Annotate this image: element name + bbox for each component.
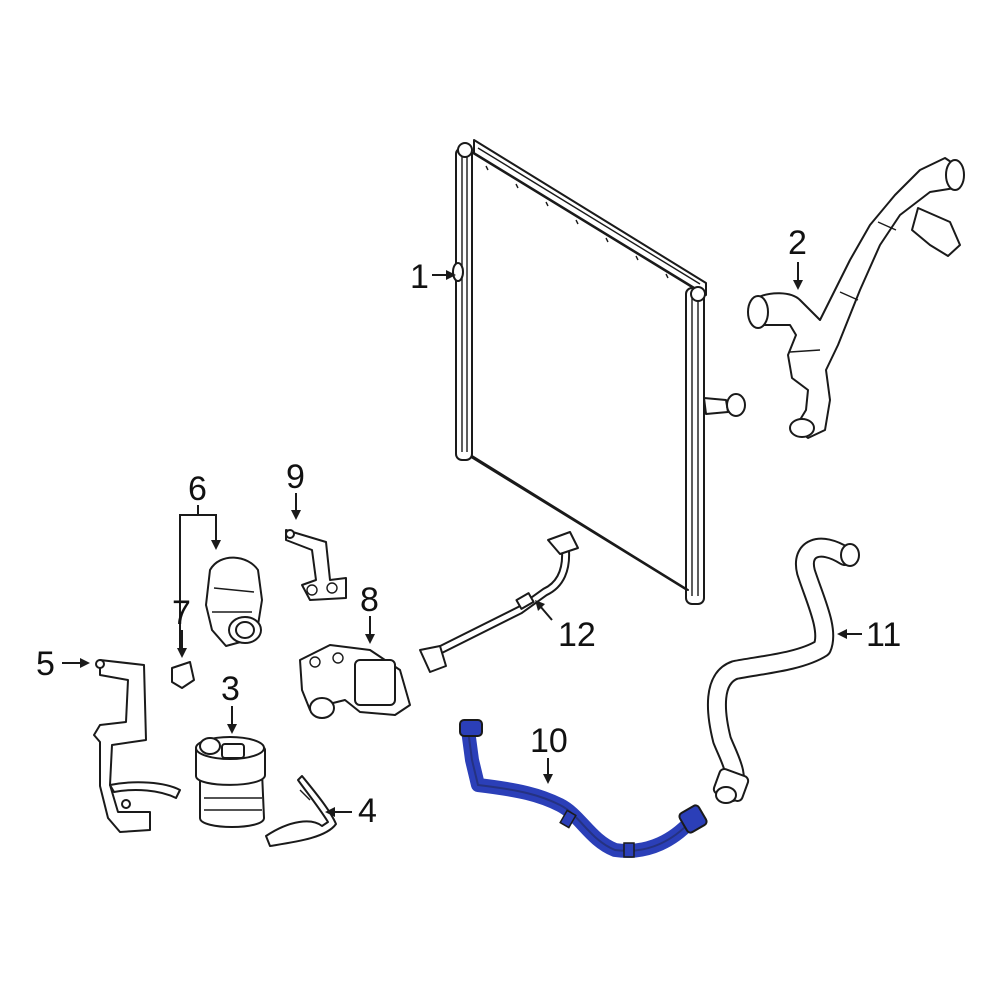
- pump-clamp[interactable]: [265, 775, 337, 847]
- pump-hose[interactable]: [205, 556, 263, 647]
- coolant-pipe[interactable]: [419, 531, 579, 673]
- coolant-hose[interactable]: [706, 537, 860, 804]
- pump-bracket[interactable]: [93, 659, 181, 833]
- callout-4: 4: [358, 792, 377, 830]
- radiator[interactable]: [452, 139, 746, 605]
- callout-5: 5: [36, 645, 55, 683]
- auxiliary-water-pump[interactable]: [195, 736, 266, 828]
- callout-10: 10: [530, 722, 568, 760]
- callout-7: 7: [172, 594, 191, 632]
- callout-2: 2: [788, 224, 807, 262]
- upper-radiator-hose[interactable]: [747, 157, 965, 439]
- callout-labels: 1 2 3 4 5 6 7 8 9 10 11 12: [36, 224, 901, 830]
- callout-8: 8: [360, 581, 379, 619]
- callout-9: 9: [286, 458, 305, 496]
- callout-6: 6: [188, 470, 207, 508]
- callout-11: 11: [866, 616, 901, 654]
- hose-clip[interactable]: [171, 661, 195, 689]
- valve-bracket[interactable]: [285, 529, 347, 601]
- callout-3: 3: [221, 670, 240, 708]
- lower-radiator-hose[interactable]: [459, 719, 708, 858]
- coolant-valve[interactable]: [299, 644, 411, 719]
- callout-1: 1: [410, 258, 429, 296]
- callout-arrows: [62, 262, 862, 817]
- callout-12: 12: [558, 616, 596, 654]
